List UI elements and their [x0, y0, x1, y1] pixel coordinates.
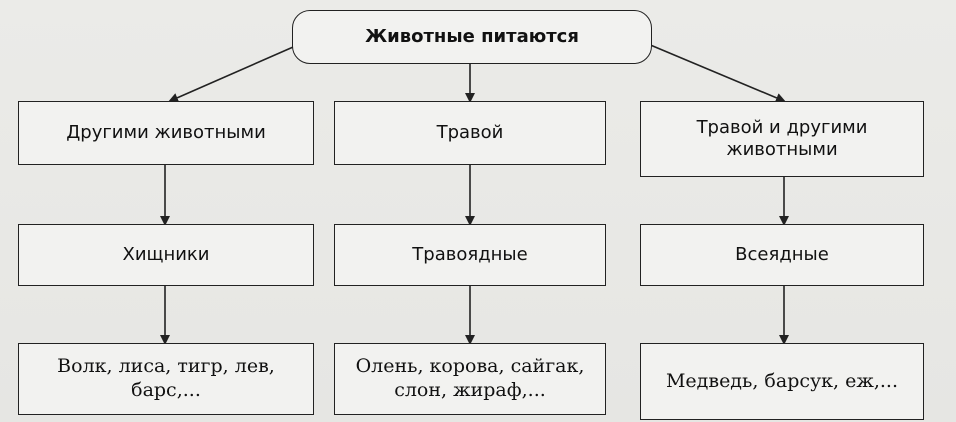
food-grass-label: Травой: [436, 121, 504, 143]
herbivores-examples-node: Олень, корова, сайгак, слон, жираф,...: [334, 343, 606, 415]
food-grass-node: Травой: [334, 101, 606, 165]
predators-examples-node: Волк, лиса, тигр, лев, барс,...: [18, 343, 314, 415]
predators-label: Хищники: [122, 243, 210, 265]
food-both-node: Травой и другими животными: [640, 101, 924, 177]
root-node: Животные питаются: [292, 10, 652, 64]
food-animals-node: Другими животными: [18, 101, 314, 165]
food-both-label: Травой и другими животными: [696, 116, 868, 161]
herbivores-node: Травоядные: [334, 224, 606, 286]
herbivores-examples-label: Олень, корова, сайгак, слон, жираф,...: [355, 355, 585, 401]
food-animals-label: Другими животными: [66, 121, 266, 143]
arrow-root-to-animals: [168, 43, 301, 103]
omnivores-label: Всеядные: [735, 243, 829, 265]
predators-node: Хищники: [18, 224, 314, 286]
predators-examples-label: Волк, лиса, тигр, лев, барс,...: [57, 355, 275, 401]
root-node-label: Животные питаются: [365, 25, 579, 47]
omnivores-node: Всеядные: [640, 224, 924, 286]
herbivores-label: Травоядные: [412, 243, 528, 265]
omnivores-examples-label: Медведь, барсук, еж,...: [665, 369, 899, 392]
omnivores-examples-node: Медведь, барсук, еж,...: [640, 343, 924, 420]
arrow-root-to-both: [647, 43, 786, 103]
